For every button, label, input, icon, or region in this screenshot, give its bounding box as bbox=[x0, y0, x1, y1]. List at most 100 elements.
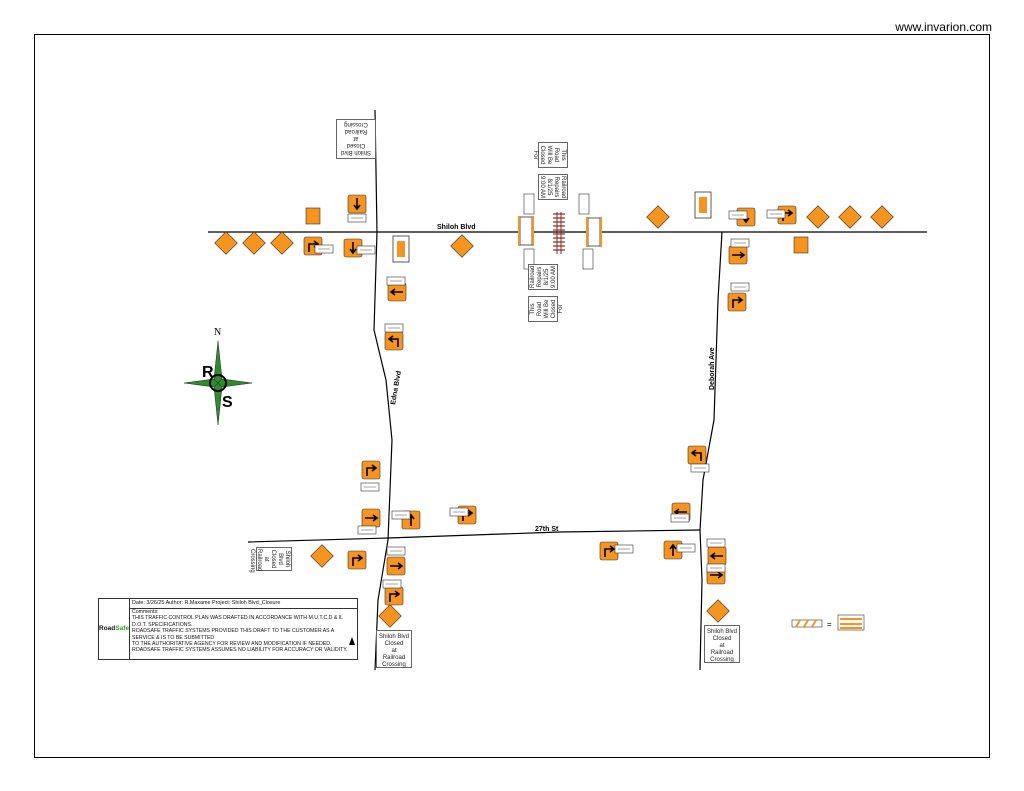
note-line: 8/1/25 bbox=[544, 268, 550, 286]
note-line: Will Be bbox=[544, 299, 550, 319]
detour-arrow-sign bbox=[387, 282, 407, 302]
note-line: This Road bbox=[530, 301, 543, 317]
railroad-ties bbox=[553, 213, 565, 251]
route-marker-plate bbox=[676, 543, 696, 553]
route-marker-plate bbox=[356, 245, 376, 255]
detour-arrow-sign bbox=[384, 331, 404, 351]
detour-arrow-sign bbox=[687, 445, 707, 465]
route-marker-plate bbox=[382, 579, 402, 589]
warning-diamond-sign bbox=[242, 231, 266, 255]
note-line: Repairs bbox=[537, 266, 543, 288]
route-marker-plate bbox=[384, 323, 404, 333]
road-work-ahead-sign bbox=[392, 235, 410, 263]
route-marker-plate bbox=[670, 513, 690, 523]
note-line: Shiloh Blvd bbox=[706, 629, 738, 635]
title-header: Date: 3/26/25 Author: R.Maxame Project: … bbox=[130, 599, 357, 609]
roads bbox=[208, 109, 927, 671]
detour-arrow-sign bbox=[347, 550, 367, 570]
note-line: Shiloh Blvd bbox=[378, 634, 410, 640]
route-marker-plate bbox=[357, 525, 377, 535]
railroad-crossing bbox=[556, 212, 562, 254]
note-line: This Road bbox=[553, 147, 566, 163]
shiloh-blvd-label: Shiloh Blvd bbox=[437, 224, 476, 231]
note-line: Closed bbox=[346, 142, 366, 148]
title-comments: Comments: THIS TRAFFIC CONTROL PLAN WAS … bbox=[132, 609, 349, 654]
road-work-ahead-sign bbox=[694, 191, 712, 219]
drawing-frame bbox=[34, 34, 990, 758]
deborah-ave-label: Deborah Ave bbox=[709, 347, 716, 390]
note-line: 8/1/25 bbox=[546, 178, 552, 196]
route-marker-plate bbox=[690, 463, 710, 473]
warning-diamond-sign bbox=[806, 205, 830, 229]
site-url[interactable]: www.invarion.com bbox=[895, 20, 992, 34]
road-closed-ahead-plate bbox=[523, 193, 535, 215]
note-line: Closed bbox=[712, 636, 732, 642]
route-marker-plate bbox=[706, 538, 726, 548]
note-line: Shiloh Blvd bbox=[340, 149, 372, 155]
comment-line: THIS TRAFFIC CONTROL PLAN WAS DRAFTED IN… bbox=[132, 615, 343, 628]
note-line: Closed bbox=[551, 299, 557, 319]
27th-st-label: 27th St bbox=[535, 526, 559, 533]
orange-panel-sign bbox=[305, 207, 321, 225]
note-line: at bbox=[391, 648, 397, 654]
note-line: Railroad bbox=[560, 176, 566, 199]
edna-blvd-road bbox=[373, 109, 393, 671]
logo-road: Road bbox=[99, 624, 116, 632]
warning-diamond-sign bbox=[450, 234, 474, 258]
detour-arrow-sign bbox=[386, 556, 406, 576]
note-line: Closed bbox=[270, 549, 276, 569]
warning-diamond-sign bbox=[870, 205, 894, 229]
road-closed-barricade bbox=[518, 216, 534, 246]
route-marker-plate bbox=[730, 238, 750, 248]
note-line: Repairs bbox=[553, 176, 559, 198]
note-line: 9:00 AM bbox=[539, 176, 545, 199]
route-marker-plate bbox=[386, 546, 406, 556]
note-line: Crossing bbox=[344, 121, 368, 127]
note-line: For bbox=[558, 304, 564, 314]
detour-arrow-sign bbox=[727, 292, 747, 312]
note-line: Closed bbox=[384, 641, 404, 647]
note-line: Crossing bbox=[249, 549, 255, 573]
note-line: Railroad bbox=[256, 549, 262, 572]
note-line: Railroad bbox=[382, 655, 406, 661]
note-line: Closed bbox=[539, 145, 545, 165]
deborah-ave-road bbox=[699, 231, 723, 671]
route-marker-plate bbox=[766, 209, 786, 219]
note-line: Railroad bbox=[530, 265, 536, 288]
note-line: at bbox=[353, 135, 359, 141]
compass-rose: N R S bbox=[183, 327, 253, 426]
barricade-legend: = bbox=[791, 614, 865, 631]
route-marker-plate bbox=[360, 482, 380, 492]
legend-equals: = bbox=[827, 620, 832, 629]
detour-arrow-sign bbox=[599, 541, 619, 561]
note-line: Railroad bbox=[344, 128, 368, 134]
comment-line: ROADSAFE TRAFFIC SYSTEMS PROVIDED THIS D… bbox=[132, 628, 334, 641]
warning-diamond-sign bbox=[270, 231, 294, 255]
note-line: Crossing bbox=[382, 662, 406, 668]
detour-arrow-sign bbox=[384, 586, 404, 606]
warning-diamond-sign bbox=[310, 544, 334, 568]
road-closed-ahead-plate bbox=[582, 248, 594, 270]
logo-safe: Safe bbox=[115, 624, 129, 632]
note-line: Shiloh Blvd bbox=[277, 550, 290, 568]
detour-arrow-sign bbox=[707, 546, 727, 566]
comment-line: TO THE AUTHORITATIVE AGENCY FOR REVIEW A… bbox=[132, 641, 332, 648]
road-closed-ahead-plate bbox=[578, 193, 590, 215]
comments-label: Comments: bbox=[132, 609, 159, 615]
note-line: For bbox=[532, 150, 538, 160]
note-line: at bbox=[719, 643, 725, 649]
detour-arrow-sign bbox=[361, 460, 381, 480]
route-marker-plate bbox=[614, 544, 634, 554]
comment-line: ROADSAFE TRAFFIC SYSTEMS ASSUMES NO LIAB… bbox=[132, 647, 348, 654]
edna-blvd-label: Edna Blvd bbox=[390, 370, 403, 405]
note-line: Will Be bbox=[546, 145, 552, 165]
warning-diamond-sign bbox=[378, 604, 402, 628]
compass-r: R bbox=[202, 364, 214, 381]
